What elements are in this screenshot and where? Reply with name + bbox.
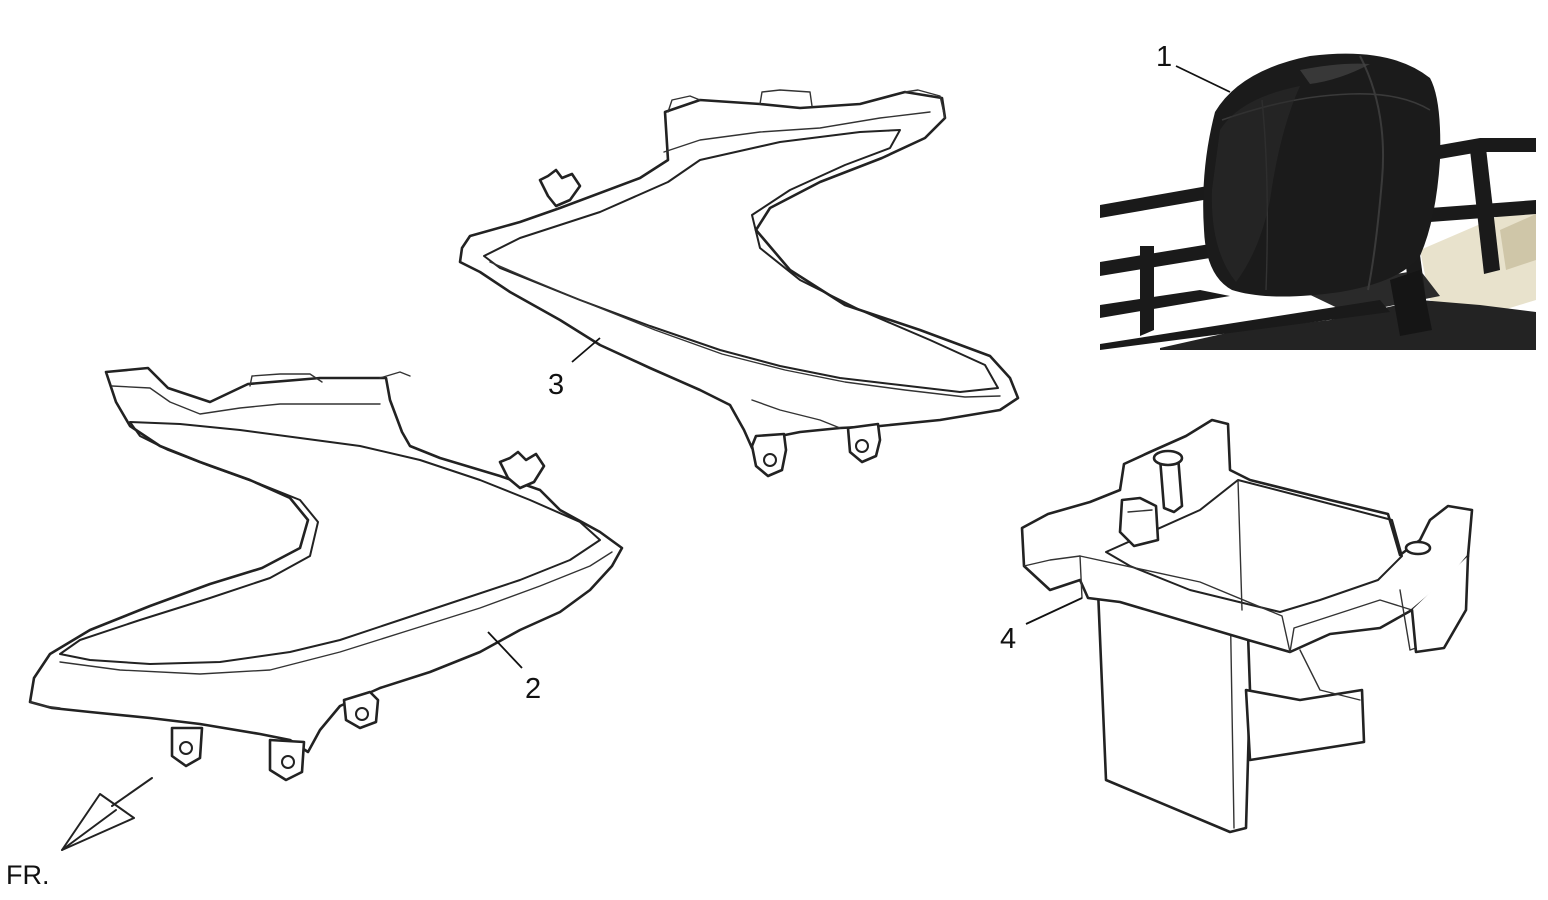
part-2-side-panel	[28, 366, 624, 782]
leader-line-1	[1175, 65, 1231, 93]
front-direction-label: FR.	[6, 860, 50, 890]
part-1-backrest-photo	[1098, 30, 1536, 350]
part-3-side-panel	[458, 89, 1020, 478]
front-direction-arrow-icon	[61, 777, 153, 851]
callout-2: 2	[525, 673, 541, 705]
callout-1: 1	[1156, 41, 1172, 73]
part-4-storage-box	[1020, 418, 1474, 834]
leader-line-3	[571, 337, 601, 363]
leader-line-4	[1025, 597, 1083, 625]
leader-line-2	[487, 631, 523, 669]
callout-4: 4	[1000, 623, 1016, 655]
callout-3: 3	[548, 369, 564, 401]
